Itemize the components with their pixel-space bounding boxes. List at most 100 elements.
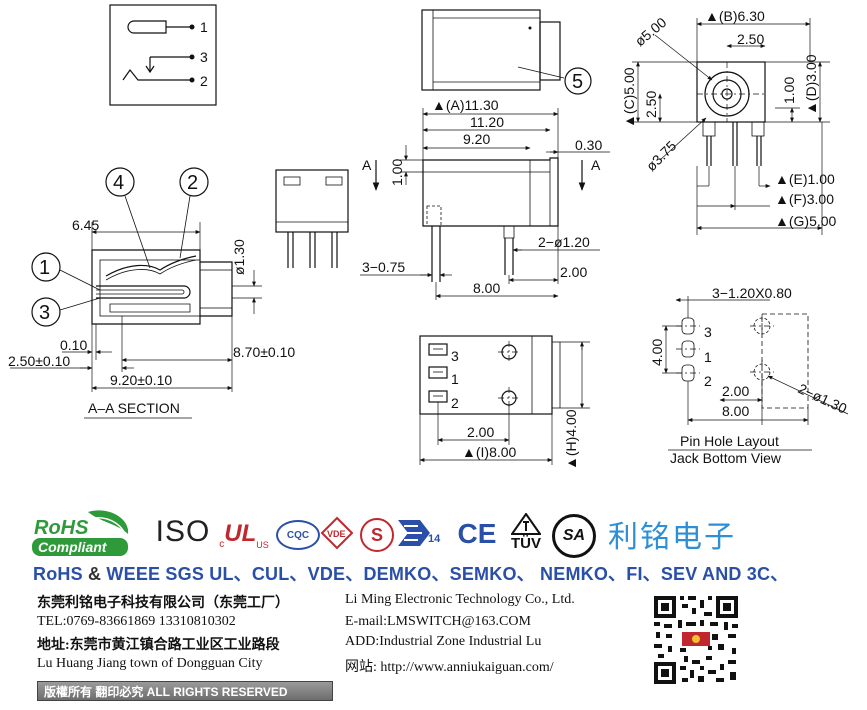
section-a-right: A [591, 157, 601, 173]
section-caption: A–A SECTION [88, 400, 180, 416]
layout-caption-1: Pin Hole Layout [680, 433, 779, 449]
cqc-text: CQC [286, 529, 310, 541]
callout-5: 5 [572, 71, 583, 93]
callout-4: 4 [113, 172, 124, 194]
bottom-view: 3 1 2 2.00 ▲(I)8.00 ▲(H)4.00 [419, 335, 590, 470]
schematic-symbol: 1 3 2 [109, 4, 217, 106]
bottom-pin-1: 1 [451, 371, 459, 387]
rights-text: 版權所有 翻印必究 ALL RIGHTS RESERVED [44, 684, 288, 699]
layout-pin-1: 1 [704, 349, 712, 365]
company-email: E-mail:LMSWITCH@163.COM [345, 614, 531, 629]
company-name-cn: 东莞利铭电子科技有限公司（东莞工厂） [37, 596, 289, 611]
dim-b: ▲(B)6.30 [705, 8, 765, 24]
ul-text: UL [224, 520, 257, 547]
dim-8-00-side: 8.00 [473, 280, 500, 296]
csa-logo: SA [552, 514, 596, 558]
ce-text: CE [457, 518, 497, 549]
bottom-pin-3: 3 [451, 348, 459, 364]
section-a-left: A [362, 157, 372, 173]
dim-8-00-layout: 8.00 [722, 403, 749, 419]
company-cn-logo: 利铭电子 [608, 514, 748, 554]
side-view: ▲(A)11.30 11.20 9.20 0.30 1.00 A A 2−ø1.… [360, 97, 610, 300]
company-address-en: ADD:Industrial Zone Industrial Lu [345, 634, 542, 649]
dim-4-00-layout: 4.00 [649, 339, 665, 366]
semko-logo: S [360, 518, 394, 552]
dim-2-00-bottom: 2.00 [467, 424, 494, 440]
dim-c: ▲(C)5.00 [621, 67, 637, 128]
standards-amp: & [88, 564, 102, 584]
iso-logo: ISO [152, 512, 214, 552]
dim-dia-3-75: ø3.75 [643, 137, 680, 174]
schematic-pin-1-label: 1 [200, 19, 208, 35]
cqc-logo: CQC [276, 520, 320, 550]
dim-6-45: 6.45 [72, 217, 99, 233]
ul-us-text: US [256, 540, 269, 550]
dim-h: ▲(H)4.00 [563, 409, 579, 470]
rohs-text: RoHS [34, 517, 89, 539]
ul-c-text: c [219, 539, 225, 550]
certification-logos: RoHS Compliant ISO c UL US CQC VDE S 14 … [30, 508, 867, 562]
dim-11-20: 11.20 [470, 114, 504, 130]
dim-g: ▲(G)5.00 [775, 213, 837, 229]
dim-8-70: 8.70±0.10 [233, 344, 295, 360]
standards-line: RoHS & WEEE SGS UL、CUL、VDE、DEMKO、SEMKO、 … [33, 560, 788, 586]
tuv-text: TÜV [511, 534, 541, 552]
all-rights-reserved-bar: 版權所有 翻印必究 ALL RIGHTS RESERVED [37, 681, 333, 701]
tuv-logo: TÜV [506, 508, 546, 556]
pin-hole-layout: 3 1 2 3−1.20X0.80 4.00 2.00 8.00 2−ø1.30… [649, 285, 850, 466]
dim-dia-1-30: ø1.30 [231, 239, 247, 275]
callout-3: 3 [39, 302, 50, 324]
company-address-en-cn: Lu Huang Jiang town of Dongguan City [37, 656, 263, 671]
dim-e: ▲(E)1.00 [775, 171, 835, 187]
dim-2-00-layout: 2.00 [722, 383, 749, 399]
dim-a: ▲(A)11.30 [432, 97, 499, 113]
company-tel: TEL:0769-83661869 13310810302 [37, 614, 236, 629]
dim-3-1-20x0-80: 3−1.20X0.80 [712, 285, 792, 301]
dim-1-00-side: 1.00 [389, 159, 405, 186]
schematic-pin-3-label: 3 [200, 49, 208, 65]
dim-dia-5: ø5.00 [632, 14, 670, 49]
dim-3-0-75: 3−0.75 [362, 259, 405, 275]
dim-f: ▲(F)3.00 [775, 191, 834, 207]
schematic-pin-2-label: 2 [200, 73, 208, 89]
dim-0-30: 0.30 [575, 137, 602, 153]
dim-2-dia-1-30: 2−ø1.30 [796, 380, 850, 416]
component-top-view: 5 [421, 9, 592, 95]
standards-rohs: RoHS [33, 564, 83, 584]
csa-text: SA [562, 527, 586, 544]
dim-0-10: 0.10 [60, 337, 87, 353]
standards-list: WEEE SGS UL、CUL、VDE、DEMKO、SEMKO、 NEMKO、F… [106, 564, 789, 584]
dim-2-50-top: 2.50 [737, 31, 764, 47]
pin-front-view [275, 169, 349, 268]
ce-logo: CE [454, 516, 500, 552]
qr-code [652, 594, 740, 686]
technical-drawing: 1 3 2 5 ▲(B)6.30 2.50 [8, 4, 850, 470]
ul-logo: c UL US [216, 518, 272, 550]
company-cn-text: 利铭电子 [608, 521, 736, 554]
callout-2: 2 [187, 172, 198, 194]
dim-1-00: 1.00 [781, 77, 797, 104]
dim-9-20-section: 9.20±0.10 [110, 372, 172, 388]
layout-pin-2: 2 [704, 373, 712, 389]
dim-d: ▲(D)3.00 [803, 54, 819, 115]
demko-number: 14 [428, 533, 441, 545]
callout-1: 1 [39, 257, 50, 279]
dim-2-50: 2.50±0.10 [8, 353, 70, 369]
layout-caption-2: Jack Bottom View [670, 450, 782, 466]
iso-text: ISO [155, 515, 211, 548]
dim-9-20: 9.20 [463, 131, 490, 147]
rohs-logo: RoHS Compliant [30, 508, 154, 558]
demko-logo: 14 [396, 516, 448, 550]
vde-text: VDE [327, 529, 346, 539]
front-view: ▲(B)6.30 2.50 ø5.00 ▲(C)5.00 2.50 ø3.75 … [621, 8, 837, 235]
bottom-pin-2: 2 [451, 395, 459, 411]
vde-logo: VDE [320, 516, 354, 550]
dim-2-00-side: 2.00 [560, 264, 587, 280]
company-website[interactable]: 网站: http://www.anniukaiguan.com/ [345, 660, 554, 675]
layout-pin-3: 3 [704, 324, 712, 340]
semko-text: S [370, 524, 383, 545]
company-name-en: Li Ming Electronic Technology Co., Ltd. [345, 592, 575, 607]
dim-2-dia-1-20: 2−ø1.20 [538, 234, 590, 250]
section-view: 4 2 1 3 6.45 ø1.30 0.10 2.50±0.10 8.70±0… [8, 167, 295, 419]
compliant-text: Compliant [38, 539, 108, 555]
